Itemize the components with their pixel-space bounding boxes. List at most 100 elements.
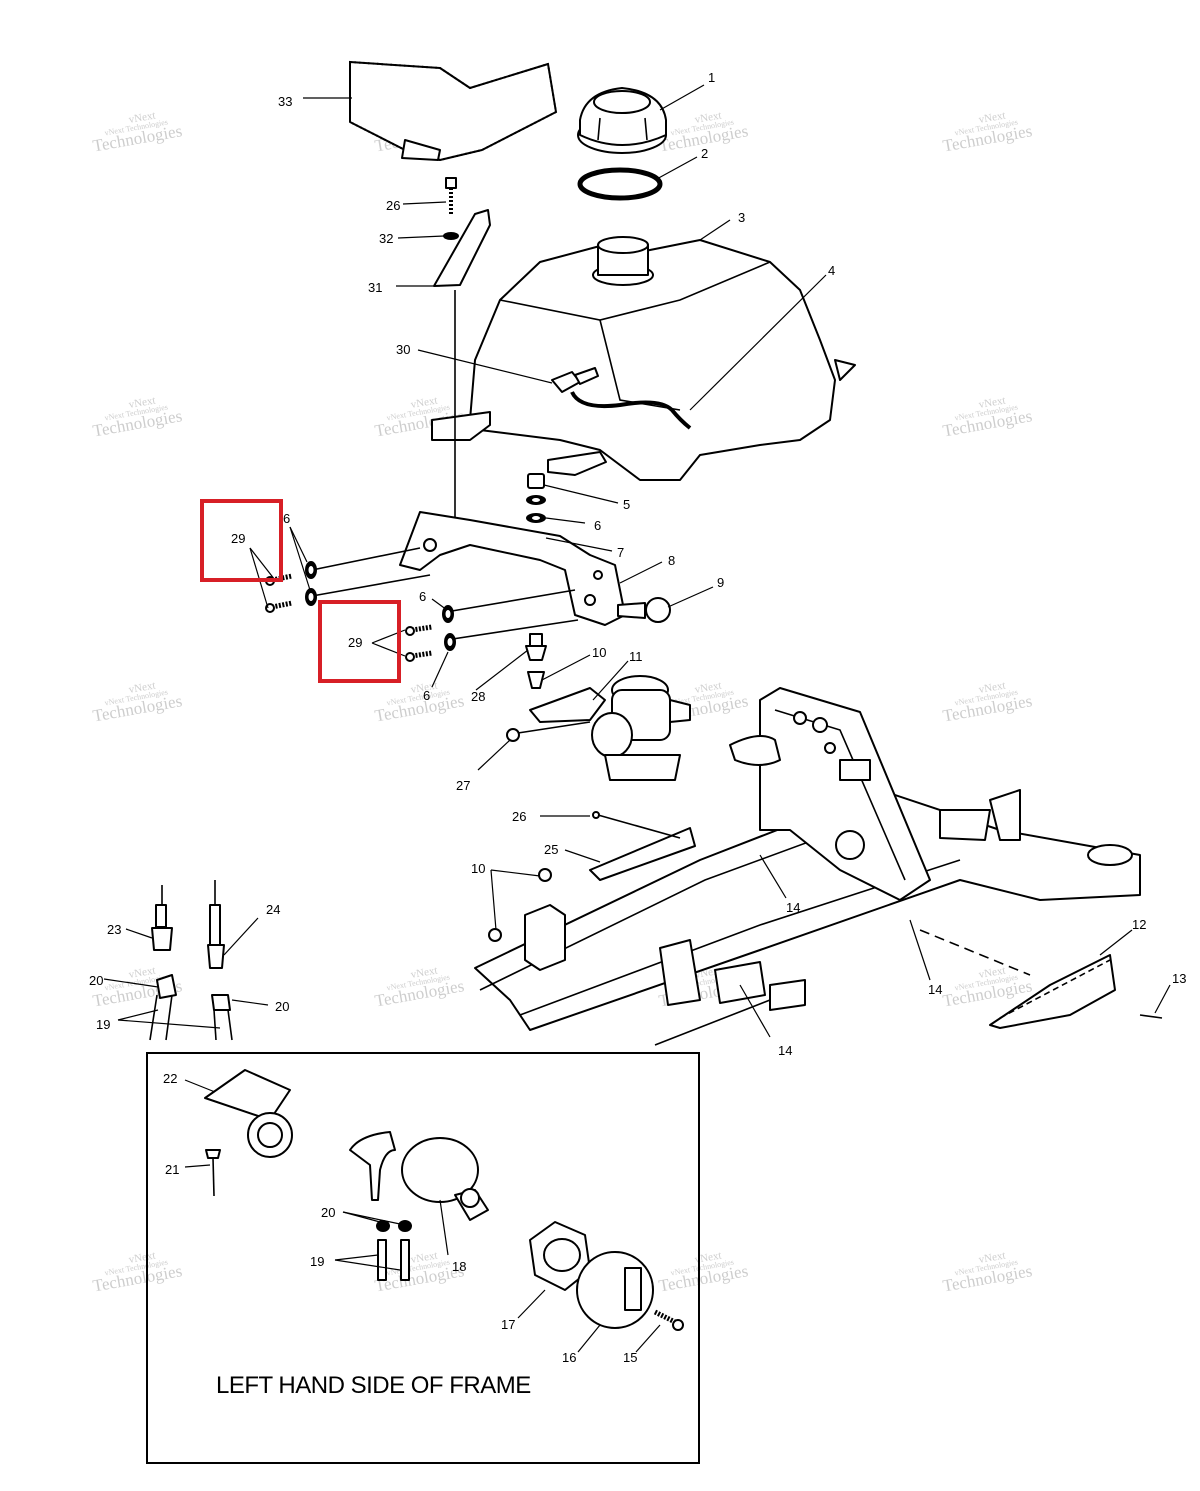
inset-frame <box>146 1052 700 1464</box>
leader-lines <box>103 84 1171 1353</box>
callout-15: 15 <box>623 1350 637 1365</box>
valve-bolt-part <box>506 721 591 742</box>
inset-bracket-part <box>204 1069 293 1158</box>
callout-8: 8 <box>668 553 675 568</box>
watermark: vNext Technologies vNext Technologies <box>91 395 183 441</box>
vent-hose-part <box>570 391 692 430</box>
callout-9: 9 <box>717 575 724 590</box>
watermark: vNext Technologies vNext Technologies <box>91 680 183 726</box>
inset-rivet-part <box>205 1149 221 1197</box>
strap-bolt-part <box>445 177 457 215</box>
callout-24: 24 <box>266 902 280 917</box>
inset-cap-part <box>529 1221 591 1291</box>
callout-1: 1 <box>708 70 715 85</box>
callout-18: 18 <box>452 1259 466 1274</box>
callout-14: 14 <box>778 1043 792 1058</box>
callout-23: 23 <box>107 922 121 937</box>
tank-bracket-part <box>399 511 626 626</box>
callout-14: 14 <box>786 900 800 915</box>
callout-25: 25 <box>544 842 558 857</box>
callout-12: 12 <box>1132 917 1146 932</box>
callout-4: 4 <box>828 263 835 278</box>
svg-text:vNext: vNext <box>410 1250 439 1266</box>
svg-text:vNext: vNext <box>410 395 439 411</box>
callout-19: 19 <box>310 1254 324 1269</box>
svg-text:vNext: vNext <box>978 110 1007 126</box>
highlight-box-29-left <box>200 499 283 582</box>
inset-fuel-filter-part <box>349 1131 489 1221</box>
callout-5: 5 <box>623 497 630 512</box>
fuel-valve-part <box>529 675 691 781</box>
svg-text:vNext: vNext <box>978 680 1007 696</box>
callout-21: 21 <box>165 1162 179 1177</box>
svg-text:vNext: vNext <box>128 1250 157 1266</box>
watermark: vNext Technologies vNext Technologies <box>373 965 465 1011</box>
svg-text:vNext: vNext <box>978 1250 1007 1266</box>
watermark: vNext Technologies vNext Technologies <box>91 110 183 156</box>
fitting-part <box>551 367 599 393</box>
svg-text:vNext: vNext <box>128 395 157 411</box>
callout-6: 6 <box>419 589 426 604</box>
svg-text:vNext: vNext <box>694 110 723 126</box>
callout-6: 6 <box>283 511 290 526</box>
watermark: vNext Technologies vNext Technologies <box>941 965 1033 1011</box>
callout-14: 14 <box>928 982 942 997</box>
callout-13: 13 <box>1172 971 1186 986</box>
watermark: vNext Technologies vNext Technologies <box>941 110 1033 156</box>
svg-text:vNext: vNext <box>694 1250 723 1266</box>
watermark: vNext Technologies vNext Technologies <box>657 1250 749 1296</box>
callout-11: 11 <box>629 649 643 664</box>
watermark: vNext Technologies vNext Technologies <box>941 680 1033 726</box>
callout-28: 28 <box>471 689 485 704</box>
inset-hose-clamps <box>376 1220 412 1281</box>
callout-20: 20 <box>89 973 103 988</box>
svg-text:vNext: vNext <box>410 965 439 981</box>
inset-screw-part <box>653 1309 684 1331</box>
callout-3: 3 <box>738 210 745 225</box>
callout-26: 26 <box>386 198 400 213</box>
callout-29: 29 <box>231 531 245 546</box>
gas-cap-part <box>577 87 667 154</box>
callout-20: 20 <box>275 999 289 1014</box>
tank-strap-part <box>433 209 491 287</box>
inset-title: LEFT HAND SIDE OF FRAME <box>216 1372 531 1399</box>
callout-10: 10 <box>471 861 485 876</box>
callout-26: 26 <box>512 809 526 824</box>
svg-text:vNext: vNext <box>128 110 157 126</box>
grommet-stack-part <box>525 633 547 689</box>
bracket-bolts <box>311 547 579 641</box>
foam-pad-part <box>349 60 558 162</box>
callout-7: 7 <box>617 545 624 560</box>
fuel-hose-assembly <box>149 880 233 1041</box>
frame-part <box>474 687 1163 1046</box>
inset-canister-part <box>576 1251 654 1329</box>
callout-27: 27 <box>456 778 470 793</box>
callout-6: 6 <box>423 688 430 703</box>
svg-text:vNext: vNext <box>128 965 157 981</box>
svg-text:vNext: vNext <box>978 395 1007 411</box>
callout-30: 30 <box>396 342 410 357</box>
watermark: vNext Technologies vNext Technologies <box>941 1250 1033 1296</box>
callout-17: 17 <box>501 1317 515 1332</box>
callout-10: 10 <box>592 645 606 660</box>
callout-16: 16 <box>562 1350 576 1365</box>
callout-32: 32 <box>379 231 393 246</box>
svg-text:vNext: vNext <box>410 680 439 696</box>
watermark: vNext Technologies vNext Technologies <box>91 1250 183 1296</box>
callout-6: 6 <box>594 518 601 533</box>
watermark: vNext Technologies vNext Technologies <box>941 395 1033 441</box>
callout-29: 29 <box>348 635 362 650</box>
o-ring-part <box>577 167 663 201</box>
callout-31: 31 <box>368 280 382 295</box>
callout-33: 33 <box>278 94 292 109</box>
bolt-set-right <box>405 605 456 662</box>
fuel-tank-part <box>431 236 856 481</box>
svg-text:vNext: vNext <box>128 680 157 696</box>
svg-text:vNext: vNext <box>694 680 723 696</box>
strap-washer-part <box>443 232 459 240</box>
callout-19: 19 <box>96 1017 110 1032</box>
callout-22: 22 <box>163 1071 177 1086</box>
callout-2: 2 <box>701 146 708 161</box>
